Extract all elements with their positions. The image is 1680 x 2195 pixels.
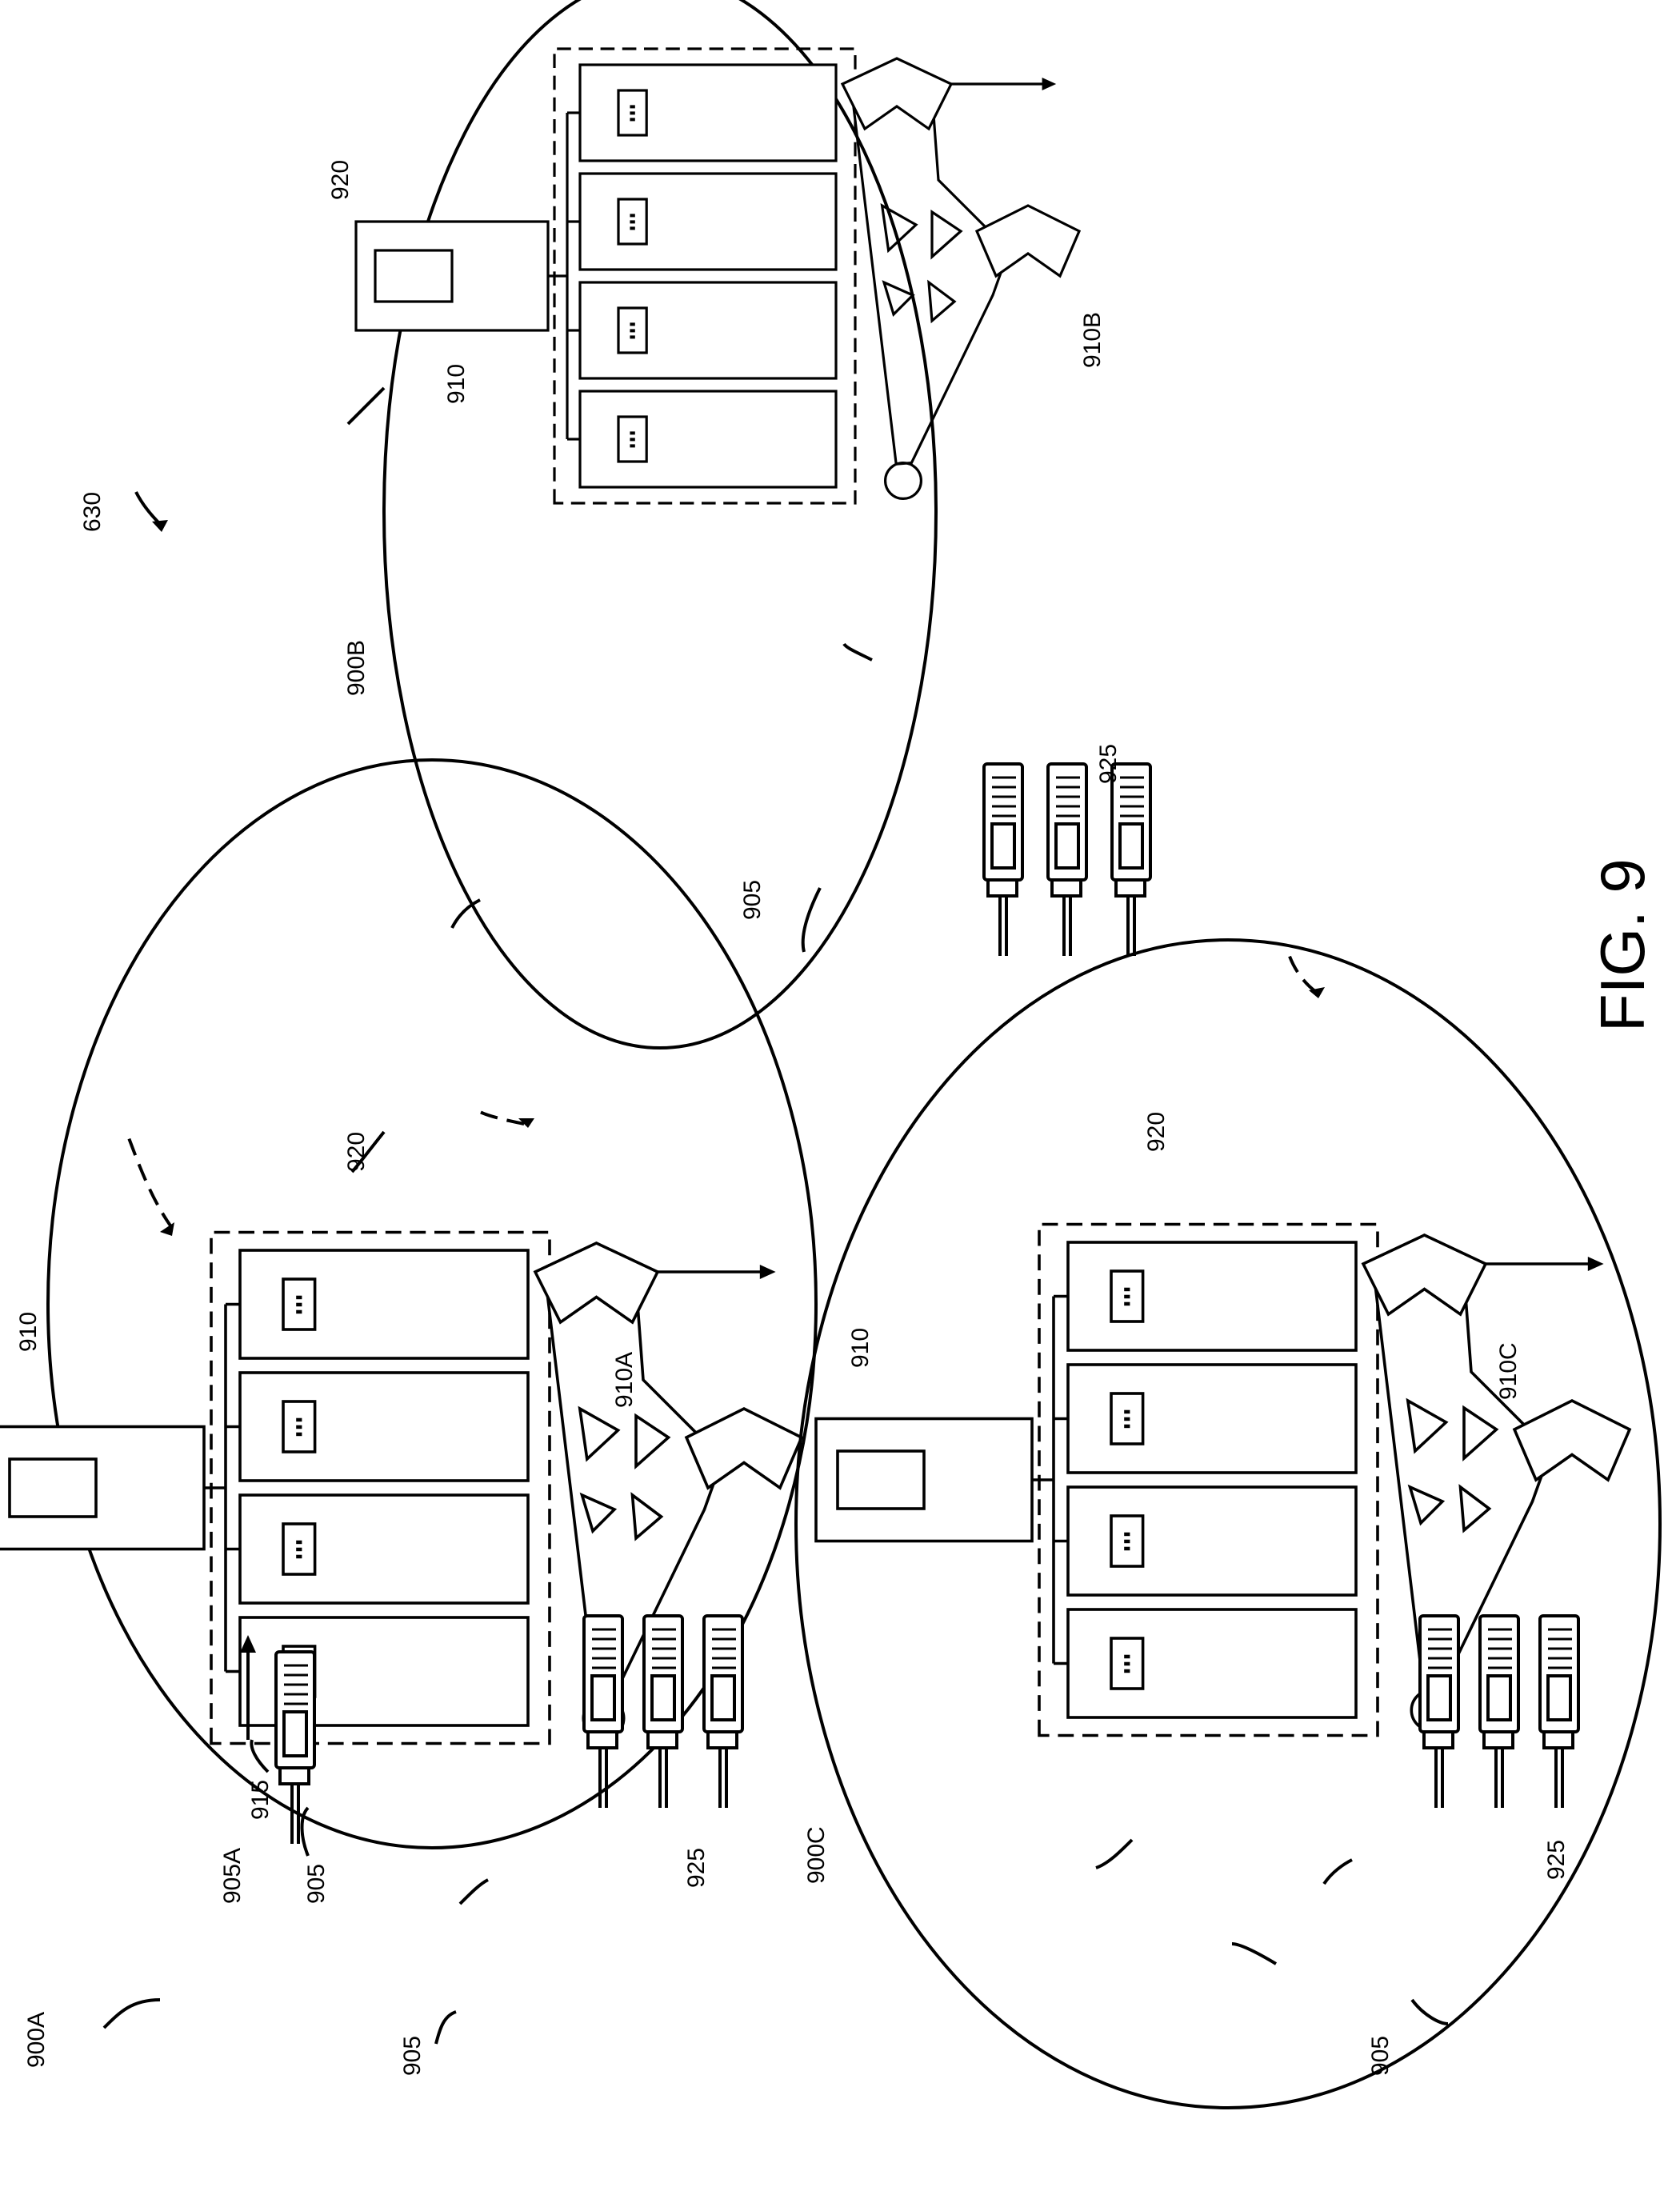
- handset-icon: [704, 1616, 742, 1808]
- label-925-c: 925: [1543, 1840, 1570, 1880]
- label-900b: 900B: [343, 640, 370, 696]
- cluster-900b-equipment: [356, 49, 1079, 503]
- label-905-a-group: 905: [399, 2036, 426, 2076]
- label-915: 915: [247, 1780, 274, 1820]
- label-910b: 910B: [1079, 312, 1106, 368]
- label-900a: 900A: [23, 2012, 50, 2068]
- label-905a: 905A: [219, 1848, 246, 1904]
- label-630: 630: [79, 492, 106, 532]
- label-910c: 910C: [1495, 1342, 1522, 1400]
- handsets-900a: [584, 1616, 742, 1808]
- label-905-c: 905: [1367, 2036, 1394, 2076]
- label-905-a-single: 905: [303, 1864, 330, 1904]
- handsets-900b: [984, 764, 1150, 956]
- label-925-b: 925: [1095, 744, 1122, 784]
- label-920-a: 920: [343, 1132, 370, 1172]
- label-925-a: 925: [683, 1848, 710, 1888]
- label-910-b: 910: [443, 364, 470, 404]
- handset-icon: [644, 1616, 682, 1808]
- label-920-b: 920: [327, 160, 354, 200]
- handset-icon: [1112, 764, 1150, 956]
- handsets-900c: [1420, 1616, 1578, 1808]
- leader-lines: [104, 388, 1448, 2044]
- label-910a: 910A: [611, 1352, 638, 1408]
- label-910-a: 910: [15, 1312, 42, 1352]
- label-920-c: 920: [1143, 1112, 1170, 1152]
- handset-icon: [984, 764, 1022, 956]
- label-910-c: 910: [847, 1328, 874, 1368]
- handset-icon: [1420, 1616, 1458, 1808]
- handset-icon: [1540, 1616, 1578, 1808]
- figure-caption: FIG. 9: [1587, 858, 1658, 1032]
- single-handset-905a: [276, 1652, 314, 1844]
- cluster-900a: [0, 760, 816, 1848]
- label-900c: 900C: [803, 1826, 830, 1884]
- handset-icon: [1048, 764, 1086, 956]
- handset-icon: [1480, 1616, 1518, 1808]
- label-905-b: 905: [739, 880, 766, 920]
- handset-icon: [276, 1652, 314, 1844]
- cluster-900c: [796, 940, 1660, 2108]
